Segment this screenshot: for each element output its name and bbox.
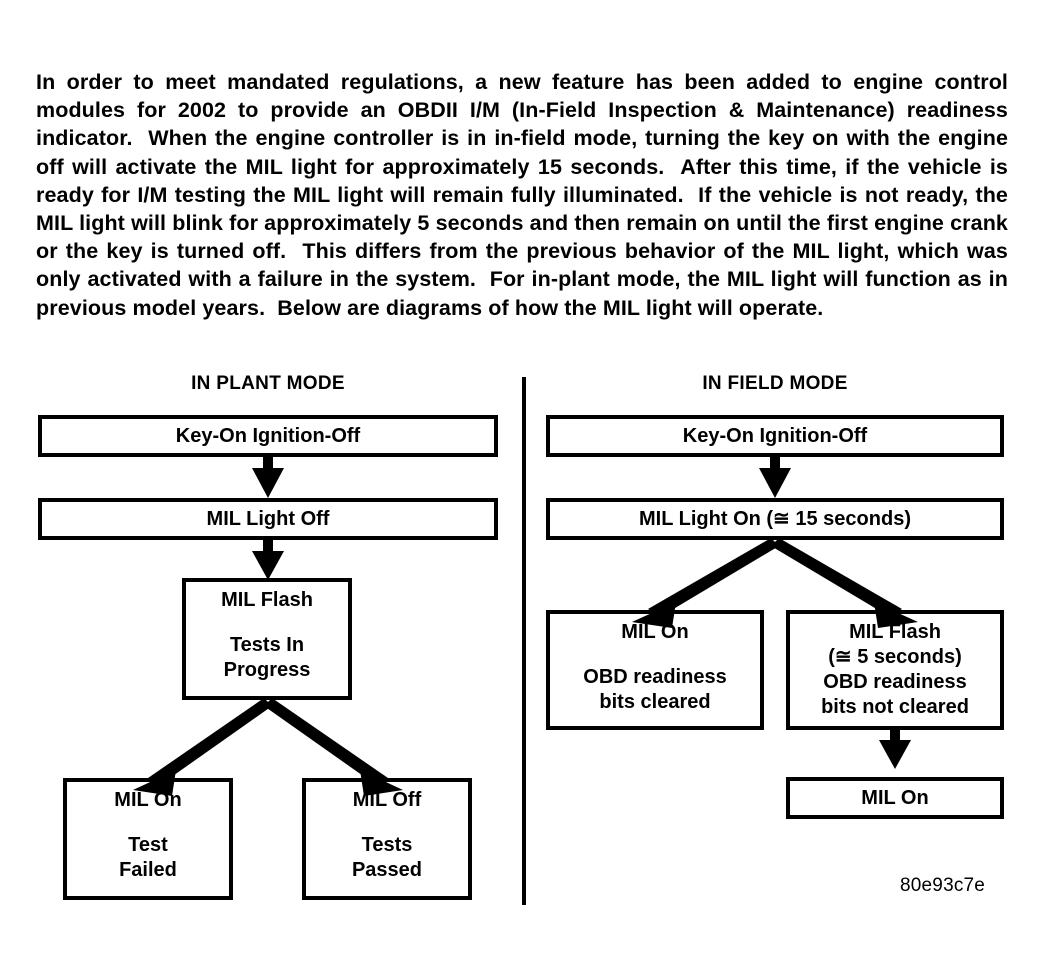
node-line: bits cleared	[599, 691, 711, 713]
node-in-plant-mil-off-tests-passed: MIL Off Tests Passed	[302, 778, 472, 900]
arrow-in-plant-keyon-to-miloff	[252, 457, 284, 498]
node-in-field-mil-flash-bits-not-cleared: MIL Flash (≅ 5 seconds) OBD readiness bi…	[786, 610, 1004, 730]
node-line: OBD readiness	[823, 671, 967, 693]
column-divider	[522, 377, 526, 905]
node-line: bits not cleared	[821, 696, 969, 718]
node-line: MIL On	[114, 789, 182, 811]
node-line: MIL Flash	[849, 621, 941, 643]
arrow-in-field-keyon-to-milon	[759, 457, 791, 498]
mil-operation-diagrams: IN PLANT MODE Key-On Ignition-Off MIL Li…	[0, 365, 1044, 925]
node-line: Key-On Ignition-Off	[175, 424, 361, 447]
in-field-mode-heading: IN FIELD MODE	[702, 373, 848, 394]
node-line: MIL Light Off	[206, 507, 330, 530]
node-line: MIL Flash	[221, 589, 313, 611]
node-line: Passed	[351, 859, 423, 881]
arrow-in-plant-miloff-to-milflash	[252, 540, 284, 580]
node-line: Tests In	[229, 634, 305, 656]
in-plant-mode-heading: IN PLANT MODE	[191, 373, 345, 394]
intro-paragraph: In order to meet mandated regulations, a…	[36, 70, 1015, 320]
node-line: Key-On Ignition-Off	[682, 424, 868, 447]
node-line: Test	[128, 834, 168, 856]
node-in-field-mil-light-on: MIL Light On (≅ 15 seconds)	[546, 498, 1004, 540]
node-in-plant-mil-on-test-failed: MIL On Test Failed	[63, 778, 233, 900]
node-line: Progress	[223, 659, 311, 681]
node-line: MIL On	[621, 621, 689, 643]
node-line: MIL Off	[352, 789, 422, 811]
node-in-plant-mil-flash-tests-in-progress: MIL Flash Tests In Progress	[182, 578, 352, 700]
node-in-field-mil-on-bits-cleared: MIL On OBD readiness bits cleared	[546, 610, 764, 730]
node-in-plant-mil-light-off: MIL Light Off	[38, 498, 498, 540]
node-line: Failed	[119, 859, 177, 881]
node-in-plant-key-on-ignition-off: Key-On Ignition-Off	[38, 415, 498, 457]
figure-id-label: 80e93c7e	[900, 875, 986, 896]
node-in-field-key-on-ignition-off: Key-On Ignition-Off	[546, 415, 1004, 457]
arrow-in-field-milflash-to-milon-final	[879, 730, 911, 769]
node-line: (≅ 5 seconds)	[828, 646, 962, 668]
node-in-field-mil-on-final: MIL On	[786, 777, 1004, 819]
node-line: MIL Light On (≅ 15 seconds)	[639, 507, 911, 530]
node-line: MIL On	[861, 786, 929, 809]
node-line: OBD readiness	[583, 666, 727, 688]
node-line: Tests	[361, 834, 413, 856]
